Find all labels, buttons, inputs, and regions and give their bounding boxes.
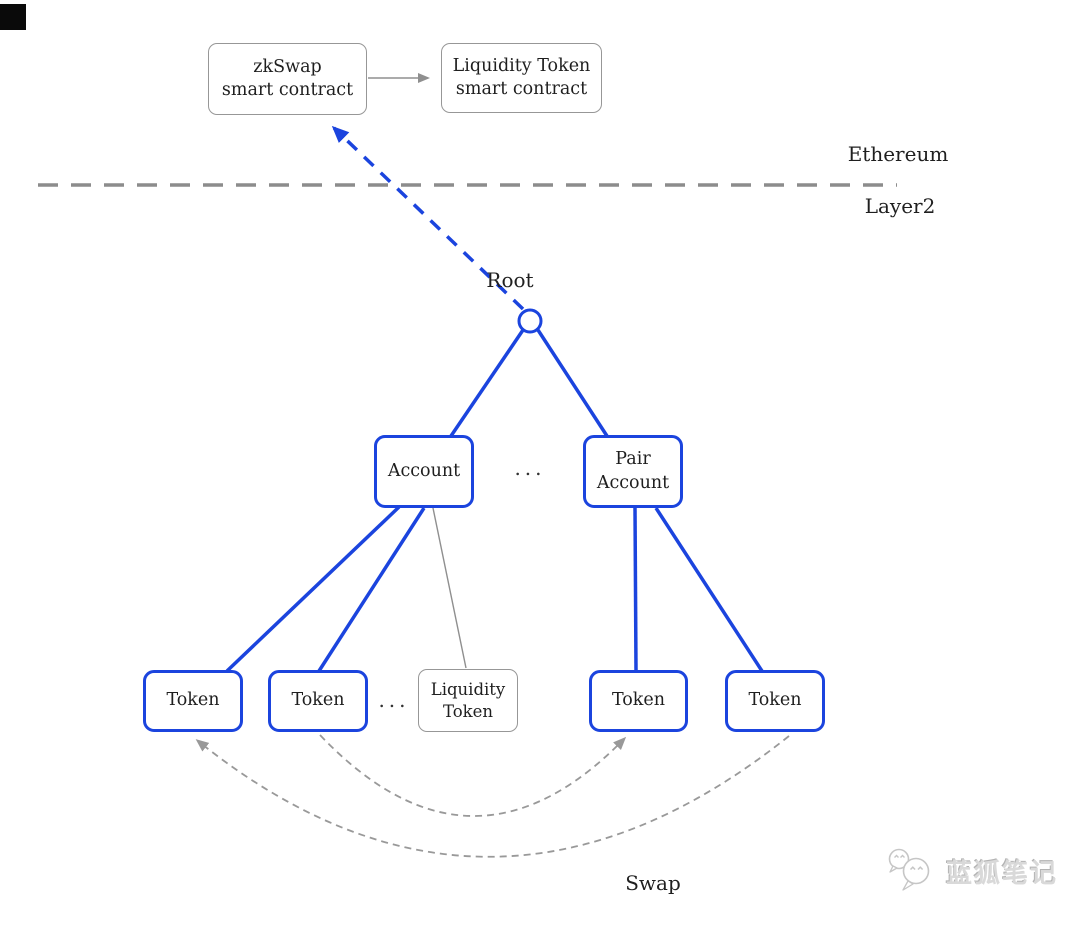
layer2-label: Layer2 <box>864 194 936 218</box>
edge-pair-token-d <box>654 507 764 672</box>
root-to-zkswap-dashed-arrow <box>331 125 525 311</box>
node-label: Pair <box>615 449 651 470</box>
node-label: Liquidity <box>430 679 506 699</box>
node-label: zkSwap <box>253 56 322 77</box>
root-node-circle <box>517 308 543 334</box>
edge-account-liquidity-token <box>432 507 467 669</box>
node-label: Token <box>291 690 345 711</box>
swap-curve-token-b-to-token-c <box>319 734 627 817</box>
node-label: Token <box>748 690 802 711</box>
node-label: smart contract <box>455 79 588 99</box>
node-zkswap-smart-contract: zkSwap smart contract <box>208 43 367 115</box>
ellipsis-tokens: ... <box>378 688 410 712</box>
edge-root-account <box>449 329 525 437</box>
edge-account-token-b <box>317 507 426 672</box>
node-label: Token <box>611 690 666 711</box>
node-label: Account <box>387 460 461 481</box>
node-account: Account <box>374 435 474 508</box>
edge-pair-token-c <box>633 507 638 671</box>
ellipsis-accounts: ... <box>514 456 546 480</box>
node-liquidity-token: Liquidity Token <box>418 669 518 732</box>
node-liquidity-token-smart-contract: Liquidity Token smart contract <box>441 43 602 113</box>
watermark-text: 蓝狐笔记 <box>946 858 1059 889</box>
node-label: Token <box>166 690 220 711</box>
root-label: Root <box>486 268 534 292</box>
node-pair-account: Pair Account <box>583 435 683 508</box>
wechat-bubbles-icon <box>888 848 930 891</box>
node-token-c: Token <box>589 670 688 732</box>
watermark: 蓝狐笔记 <box>884 846 1058 896</box>
edge-account-token-a <box>225 505 401 673</box>
swap-curve-token-d-to-token-a <box>195 735 790 858</box>
corner-black-square <box>0 4 26 30</box>
node-token-d: Token <box>725 670 825 732</box>
node-label: Liquidity Token <box>452 55 591 76</box>
node-label: Account <box>596 472 670 493</box>
swap-label: Swap <box>625 871 681 895</box>
node-label: smart contract <box>221 80 354 100</box>
ethereum-layer-label: Ethereum <box>847 142 949 166</box>
node-token-a: Token <box>143 670 243 732</box>
edge-root-pair-account <box>536 329 609 437</box>
node-label: Token <box>442 701 494 721</box>
node-token-b: Token <box>268 670 368 732</box>
